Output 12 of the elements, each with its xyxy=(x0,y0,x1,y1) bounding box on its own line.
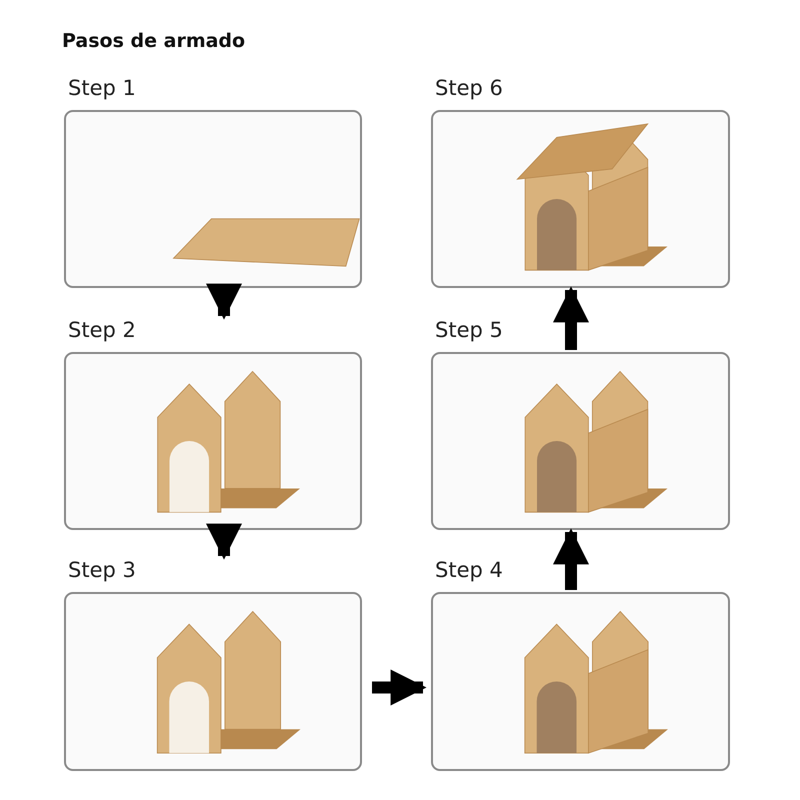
arrow xyxy=(553,286,589,350)
page-title: Pasos de armado xyxy=(62,30,246,52)
step-heading: Step 3 xyxy=(68,558,136,582)
step-heading: Step 2 xyxy=(68,318,136,342)
arrow xyxy=(206,524,242,560)
arrow xyxy=(553,528,589,590)
step-heading: Step 1 xyxy=(68,76,136,100)
arrow xyxy=(372,670,427,706)
step-heading: Step 6 xyxy=(435,76,503,100)
step-heading: Step 4 xyxy=(435,558,503,582)
arrow xyxy=(206,284,242,320)
step-heading: Step 5 xyxy=(435,318,503,342)
